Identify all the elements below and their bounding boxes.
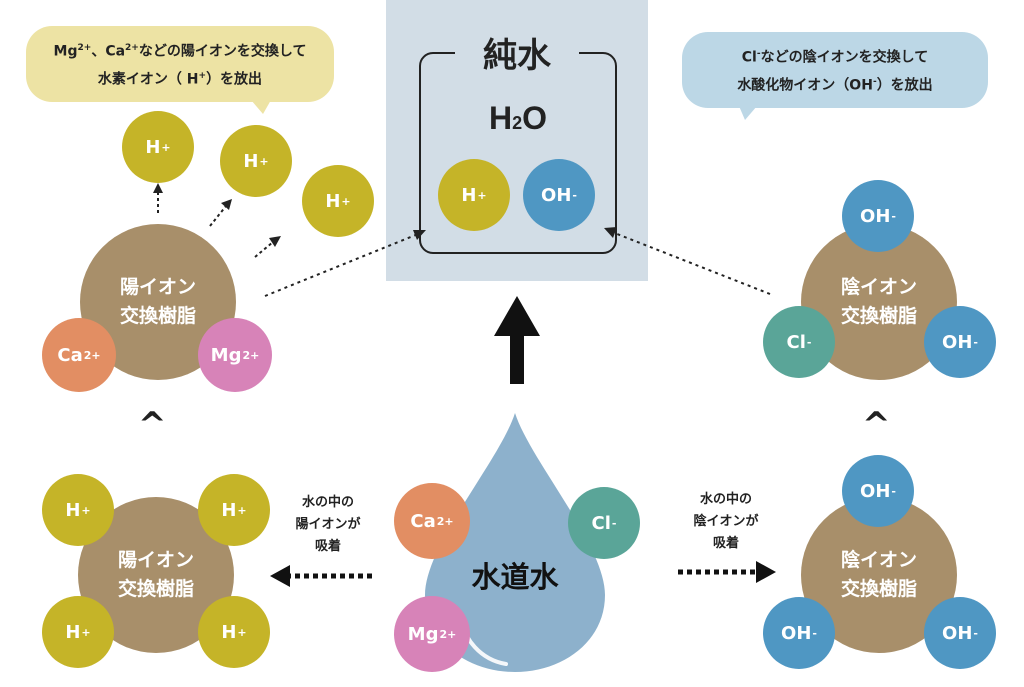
up-caret-icon: ^: [862, 405, 891, 445]
hydrogen-ion: H+: [220, 125, 292, 197]
cation-exchange-bubble: Mg2+、Ca2+などの陽イオンを交換して 水素イオン（ H+）を放出: [26, 26, 334, 102]
chloride-ion: Cl-: [763, 306, 835, 378]
water-formula: H2O: [488, 100, 547, 136]
water-drop-icon: [425, 413, 605, 672]
hydrogen-ion: H+: [198, 596, 270, 668]
chloride-ion: Cl-: [568, 487, 640, 559]
hydrogen-ion: H+: [42, 474, 114, 546]
hydroxide-ion: OH-: [924, 306, 996, 378]
anion-adsorb-label: 水の中の陰イオンが吸着: [693, 492, 759, 551]
hydroxide-ion: OH-: [763, 597, 835, 669]
bubble-line-1: Cl-などの陰イオンを交換して: [741, 49, 929, 66]
up-caret-icon: ^: [138, 405, 167, 445]
hydrogen-ion: H+: [42, 596, 114, 668]
up-arrow-icon: [494, 296, 540, 384]
hydroxide-ion: OH-: [842, 180, 914, 252]
hydroxide-ion: OH-: [924, 597, 996, 669]
pure-water-title: 純水: [455, 36, 579, 76]
anion-exchange-bubble: Cl-などの陰イオンを交換して 水酸化物イオン（OH-）を放出: [682, 32, 988, 108]
bubble-line-2: 水素イオン（ H+）を放出: [97, 71, 263, 88]
hydrogen-ion: H+: [438, 159, 510, 231]
hydroxide-ion: OH-: [523, 159, 595, 231]
cation-adsorb-label: 水の中の陽イオンが吸着: [295, 495, 361, 554]
tap-water-label: 水道水: [471, 560, 559, 594]
hydrogen-ion: H+: [302, 165, 374, 237]
hydrogen-ion: H+: [122, 111, 194, 183]
bubble-line-1: Mg2+、Ca2+などの陽イオンを交換して: [53, 43, 307, 60]
bubble-line-2: 水酸化物イオン（OH-）を放出: [737, 77, 933, 94]
hydrogen-ion: H+: [198, 474, 270, 546]
hydroxide-ion: OH-: [842, 455, 914, 527]
